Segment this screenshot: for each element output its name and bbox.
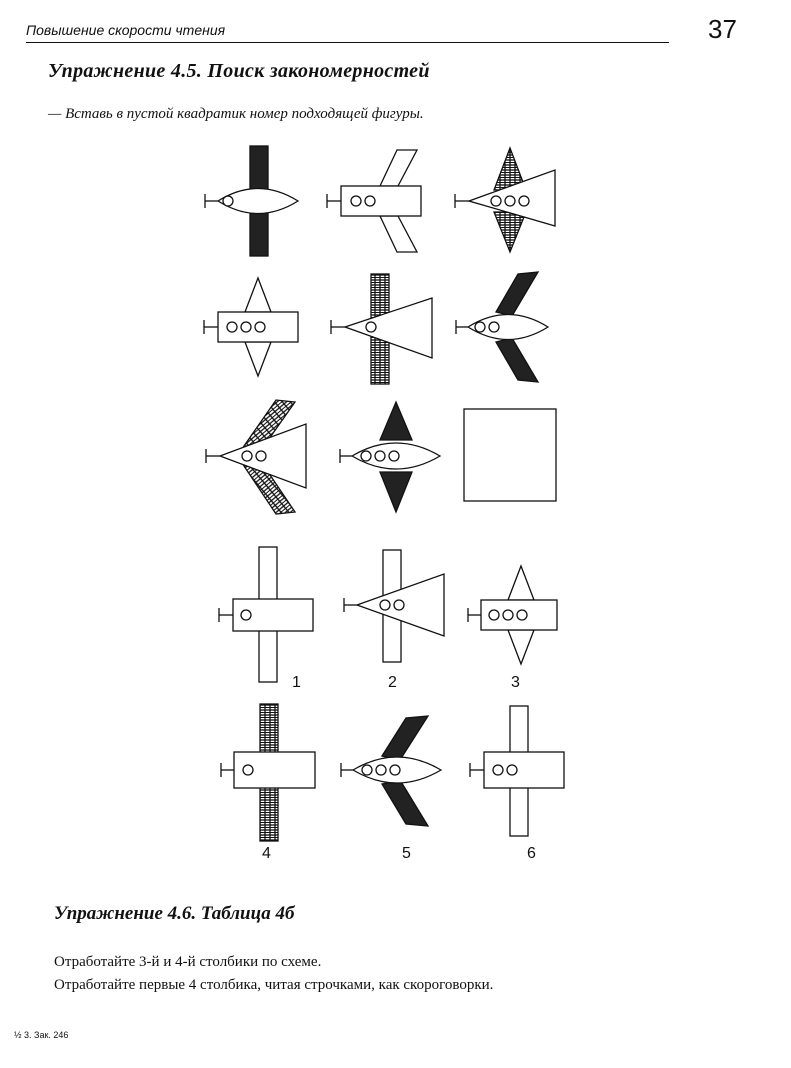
footer-note: ½ 3. Зак. 246 (14, 1030, 69, 1040)
option-figure-5 (340, 715, 443, 827)
option-figure-6 (469, 705, 565, 837)
section-title: Повышение скорости чтения (26, 22, 226, 38)
exercise-4-5-title: Упражнение 4.5. Поиск закономерностей (48, 60, 430, 82)
puzzle-figure-r3c2 (339, 400, 442, 514)
running-header: Повышение скорости чтения (26, 20, 669, 43)
exercise-4-6-line-1: Отработайте 3-й и 4-й столбики по схеме. (54, 954, 322, 970)
puzzle-figure-r2c2 (330, 273, 433, 385)
option-label-1: 1 (292, 674, 301, 691)
puzzle-figure-r1c1 (204, 145, 300, 257)
option-label-3: 3 (511, 674, 520, 691)
option-figure-1 (218, 546, 314, 683)
option-figure-4 (220, 703, 316, 842)
option-figure-2 (343, 549, 445, 663)
option-label-4: 4 (262, 845, 271, 862)
puzzle-figure-r1c2 (326, 149, 422, 253)
empty-answer-square (463, 408, 557, 502)
option-label-5: 5 (402, 845, 411, 862)
puzzle-figure-r2c3 (455, 271, 550, 383)
option-label-6: 6 (527, 845, 536, 862)
puzzle-figure-r1c3 (454, 146, 556, 254)
page-number: 37 (708, 14, 737, 44)
puzzle-figure-r3c1 (205, 399, 307, 515)
option-figure-3 (467, 564, 558, 666)
exercise-4-6-line-2: Отработайте первые 4 столбика, читая стр… (54, 977, 494, 993)
exercise-4-5-instruction: — Вставь в пустой квадратик номер подход… (48, 106, 424, 122)
puzzle-figure-r2c1 (203, 276, 299, 378)
option-label-2: 2 (388, 674, 397, 691)
exercise-4-6-title: Упражнение 4.6. Таблица 4б (54, 903, 295, 924)
